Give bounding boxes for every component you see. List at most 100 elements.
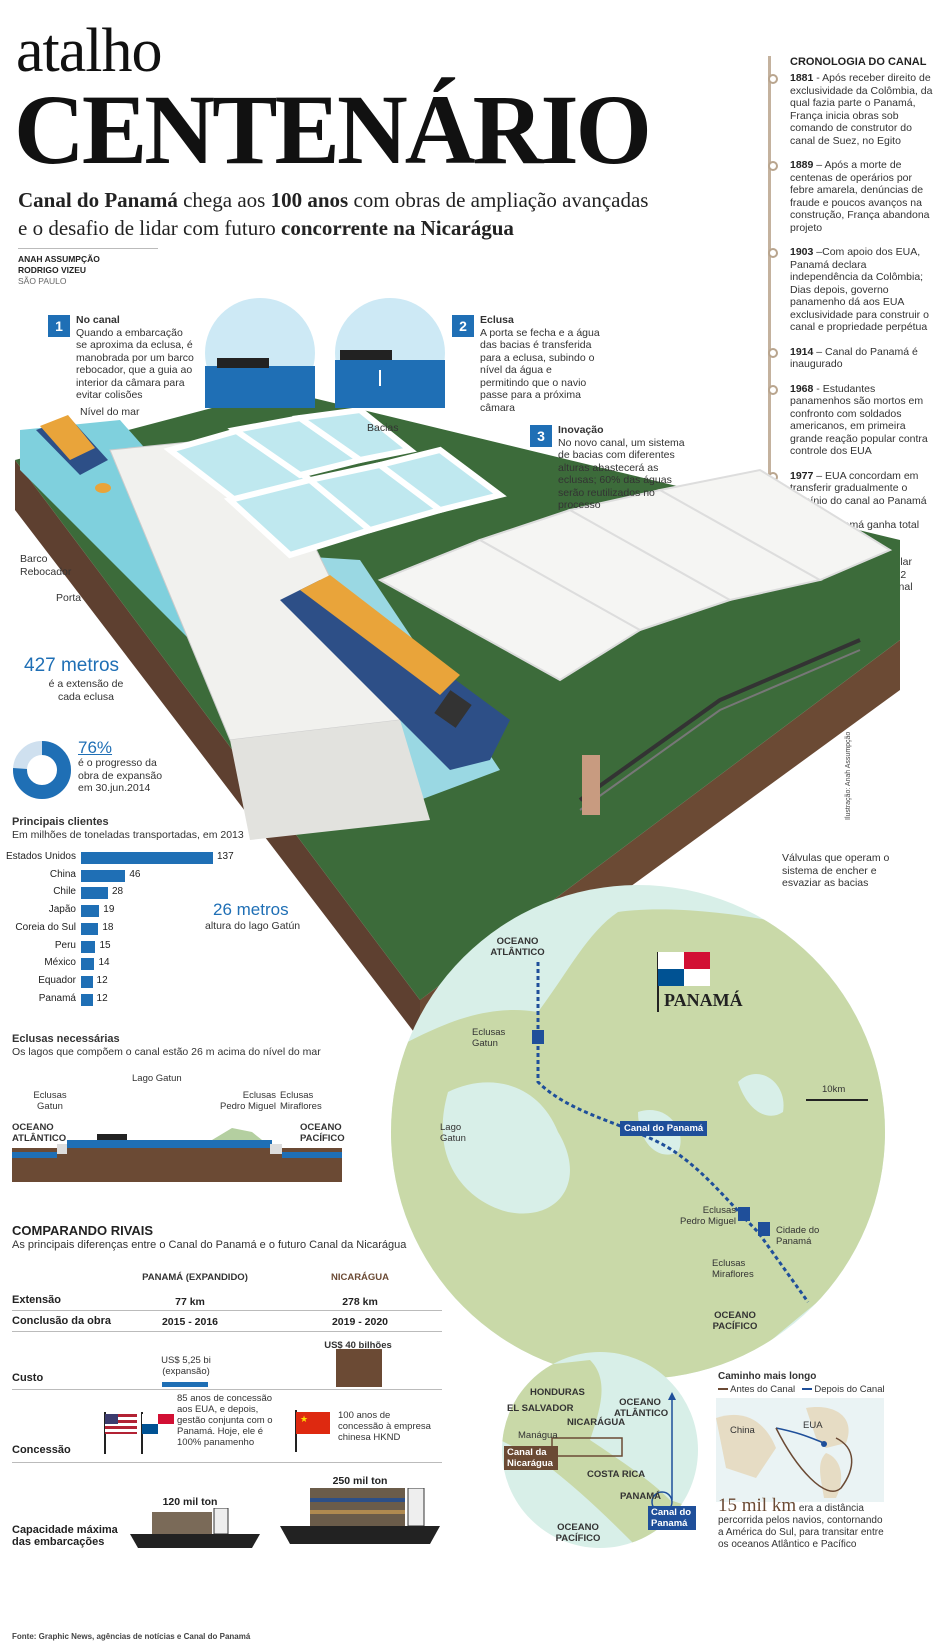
bar-value: 18 xyxy=(102,921,114,933)
bar xyxy=(81,993,93,1006)
locks-subtitle: Os lagos que compõem o canal estão 26 m … xyxy=(12,1046,321,1058)
cam-canal-pan: Canal do Panamá xyxy=(648,1506,696,1530)
container-ship xyxy=(280,575,510,770)
row-concession-panama: 85 anos de concessão aos EUA, e depois, … xyxy=(177,1393,273,1448)
progress-desc: é o progresso da obra de expansão em 30.… xyxy=(78,757,163,794)
empty-basins xyxy=(377,468,893,682)
timeline-year: 1977 xyxy=(790,469,814,482)
kicker: atalho xyxy=(16,17,162,85)
route-eua: EUA xyxy=(803,1420,823,1431)
central-america-map xyxy=(502,1352,698,1548)
stat-427-desc: é a extensão de cada eclusa xyxy=(48,678,124,703)
cam-nicaragua: NICARÁGUA xyxy=(567,1417,626,1428)
map-label-canal: Canal do Panamá xyxy=(620,1121,708,1136)
ship-nicaragua-icon xyxy=(280,1488,440,1544)
valve-box xyxy=(582,755,600,815)
inset-circles xyxy=(205,298,445,408)
bar-value: 28 xyxy=(111,886,124,898)
step-2-title: Eclusa xyxy=(480,314,514,326)
step-1-badge: 1 xyxy=(48,315,70,337)
bar-label: Peru xyxy=(54,939,76,951)
bar xyxy=(81,852,213,864)
timeline-year: 1881 xyxy=(790,72,814,84)
row-completion-panama: 2015 - 2016 xyxy=(161,1316,219,1328)
author-1: ANAH ASSUMPÇÃO xyxy=(18,254,100,264)
clients-title: Principais clientes xyxy=(12,816,109,828)
timeline-item: 1903 –Com apoio dos EUA, Panamá declara … xyxy=(768,246,936,334)
timeline-text: - Após receber direito de exclusividade … xyxy=(790,72,933,147)
cam-managua: Manágua xyxy=(518,1430,558,1441)
bar-value: 12 xyxy=(96,974,108,986)
pipe-2 xyxy=(579,649,861,811)
timeline-dot-icon xyxy=(768,161,778,171)
subtitle: Canal do Panamá chega aos 100 anos com o… xyxy=(18,186,718,242)
compare-col-nicaragua: NICARÁGUA xyxy=(330,1272,390,1283)
timeline-text: –Com apoio dos EUA, Panamá declara indep… xyxy=(790,246,929,333)
row-concession-nicaragua: 100 anos de concessão à empresa chinesa … xyxy=(338,1410,431,1443)
timeline-text: – Após a morte de centenas de operários … xyxy=(790,159,930,234)
step-3-badge: 3 xyxy=(530,425,552,447)
bar-label: México xyxy=(44,957,76,969)
cam-atl: OCEANO ATLÂNTICO xyxy=(614,1397,669,1419)
timeline-year: 1903 xyxy=(790,246,814,258)
step-2: Eclusa A porta se fecha e a água das bac… xyxy=(480,314,600,414)
timeline-item: 1881 - Após receber direito de exclusivi… xyxy=(768,72,936,147)
timeline-dot-icon xyxy=(768,347,778,358)
timeline-dot-icon xyxy=(768,384,778,395)
route-desc: era a distância percorrida pelos navios,… xyxy=(718,1503,884,1550)
bar xyxy=(81,887,108,900)
canal-route xyxy=(536,962,810,1303)
earth-front xyxy=(15,460,420,1040)
timeline-title: CRONOLOGIA DO CANAL xyxy=(790,56,927,68)
row-capacity-label: Capacidade máxima das embarcações xyxy=(12,1524,118,1548)
row-rule-2 xyxy=(12,1331,442,1332)
author-2: RODRIGO VIZEU xyxy=(18,265,87,275)
compare-col-panama: PANAMÁ (EXPANDIDO) xyxy=(142,1272,248,1283)
bar-value: 14 xyxy=(98,957,110,969)
bar-label: Japão xyxy=(48,904,76,916)
locks-label-lago: Lago Gatun xyxy=(132,1073,182,1084)
timeline-item: 1914 – Canal do Panamá é inaugurado xyxy=(768,345,936,371)
bar-value: 15 xyxy=(99,939,111,951)
usa-flag-icon xyxy=(104,1412,137,1454)
map-label-panama: PANAMÁ xyxy=(664,990,743,1010)
route-china: China xyxy=(730,1425,755,1436)
page-title: CENTENÁRIO xyxy=(14,74,652,185)
label-valves: Válvulas que operam o sistema de encher … xyxy=(782,852,890,889)
illustration-credit: Ilustração: Anah Assumpção xyxy=(845,732,852,820)
small-ship xyxy=(36,415,108,475)
row-rule-1 xyxy=(12,1310,442,1311)
bar xyxy=(81,869,126,882)
step-3: Inovação No novo canal, um sistema de ba… xyxy=(558,424,688,512)
bar-value: 46 xyxy=(129,868,141,880)
map-label-pac: OCEANO PACÍFICO xyxy=(712,1310,758,1332)
panama-flag-icon xyxy=(657,952,710,1012)
bar-value: 12 xyxy=(96,992,108,1004)
step-2-text: A porta se fecha e a água das bacias é t… xyxy=(480,326,600,414)
route-title: Caminho mais longo xyxy=(718,1371,817,1382)
timeline-year: 1914 xyxy=(790,345,814,358)
cam-honduras: HONDURAS xyxy=(530,1387,585,1398)
label-tug: Barco Rebocador xyxy=(20,553,72,578)
bar xyxy=(81,975,93,988)
legend-before: Antes do Canal xyxy=(730,1384,796,1395)
timeline-dot-icon xyxy=(768,74,778,84)
bar-label: Panamá xyxy=(38,992,76,1004)
svg-text:★: ★ xyxy=(300,1415,308,1425)
timeline-item: 1889 – Após a morte de centenas de operá… xyxy=(768,159,936,234)
route-distance: 15 mil km era a distância percorrida pel… xyxy=(718,1496,890,1551)
pipe xyxy=(578,638,861,802)
compare-subtitle: As principais diferenças entre o Canal d… xyxy=(12,1239,407,1251)
subtitle-bold-2: 100 anos xyxy=(270,188,349,212)
row-cost-nicaragua: US$ 40 bilhões xyxy=(324,1340,392,1351)
locks-label-mira: Eclusas Miraflores xyxy=(280,1090,322,1112)
locks-label-atl: OCEANO ATLÂNTICO xyxy=(12,1122,67,1144)
map-label-gatun: Eclusas Gatun xyxy=(472,1027,506,1049)
map-label-city: Cidade do Panamá xyxy=(776,1225,820,1247)
bar xyxy=(81,922,99,935)
legend-before-swatch xyxy=(718,1388,728,1391)
row-concession-label: Concessão xyxy=(12,1444,71,1456)
subtitle-bold-3: concorrente na Nicarágua xyxy=(281,216,514,240)
cam-panama: PANAMÁ xyxy=(620,1491,661,1502)
